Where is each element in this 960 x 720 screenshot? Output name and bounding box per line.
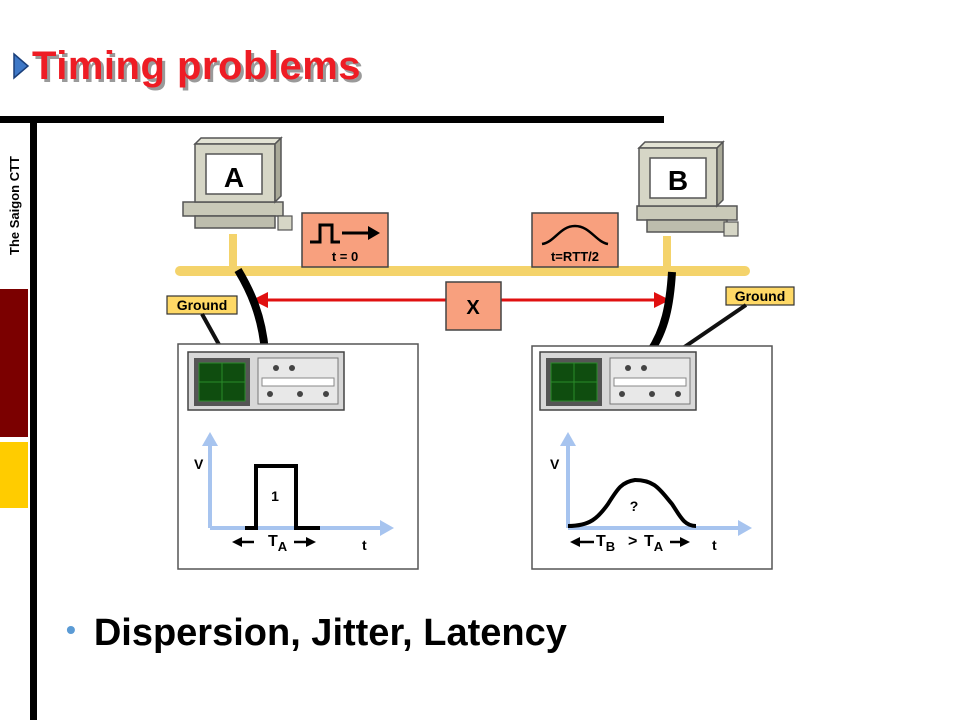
ground-right: Ground — [725, 286, 795, 306]
rtt-box: t=RTT/2 — [531, 212, 619, 268]
right-dispersed-trace — [567, 477, 697, 528]
svg-text:Ground: Ground — [177, 297, 228, 313]
bullet-dot-icon: • — [66, 614, 76, 645]
computer-b: B — [636, 140, 739, 237]
oscilloscope-b — [539, 351, 697, 411]
rtt-label: t=RTT/2 — [551, 249, 599, 264]
svg-text:Ground: Ground — [735, 288, 786, 304]
title-divider — [0, 116, 664, 123]
svg-text:TB: TB — [596, 533, 615, 554]
oscilloscope-a — [187, 351, 345, 411]
bullet-item: • Dispersion, Jitter, Latency — [66, 612, 567, 655]
svg-text:1: 1 — [271, 488, 279, 504]
svg-text:t: t — [362, 537, 367, 553]
left-pulse-trace — [245, 464, 320, 530]
pulse-box: t = 0 — [301, 212, 389, 268]
side-divider — [30, 116, 37, 720]
ground-left: Ground — [166, 295, 238, 315]
svg-text:>: > — [628, 533, 637, 550]
probe-cable-b — [646, 271, 676, 355]
title-bullet-icon — [13, 52, 30, 80]
bus-drop-b — [663, 236, 671, 268]
timing-diagram: A B t = 0 t=RTT/2 X Groun — [166, 136, 795, 570]
bullet-text: Dispersion, Jitter, Latency — [93, 612, 567, 654]
svg-text:TA: TA — [268, 533, 288, 554]
probe-cable-a — [234, 267, 269, 353]
computer-a-label: A — [224, 162, 244, 193]
slide-title: Timing problems — [32, 44, 362, 88]
link-label: X — [466, 297, 480, 319]
pulse-label: t = 0 — [332, 249, 358, 264]
svg-text:?: ? — [630, 498, 639, 514]
link-box: X — [445, 281, 502, 331]
side-accent-yellow — [0, 442, 28, 508]
network-bus — [175, 266, 750, 276]
side-label: The Saigon CTT — [6, 155, 22, 255]
computer-b-label: B — [668, 165, 688, 196]
svg-text:V: V — [194, 456, 204, 472]
bus-drop-a — [229, 234, 237, 268]
svg-text:TA: TA — [644, 533, 664, 554]
computer-a: A — [182, 136, 293, 231]
side-accent-red — [0, 289, 28, 437]
svg-text:V: V — [550, 456, 560, 472]
svg-text:t: t — [712, 537, 717, 553]
